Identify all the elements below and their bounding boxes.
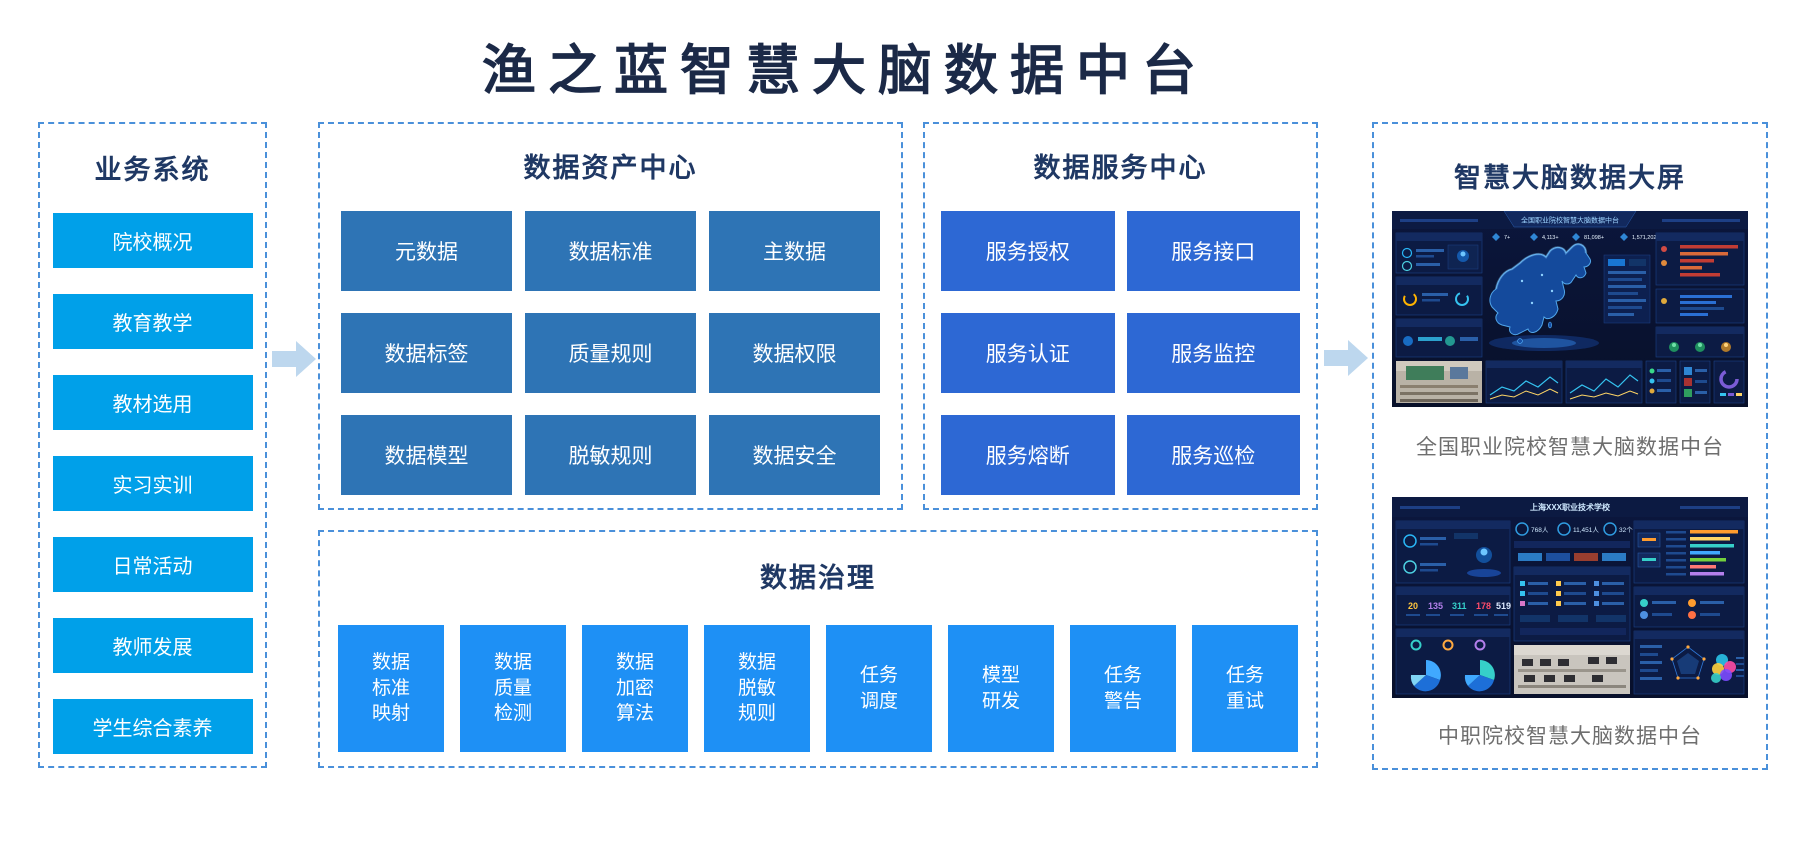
service-item-box: 服务巡检: [1126, 415, 1300, 495]
service-item-box: 服务监控: [1126, 313, 1300, 393]
business-systems-title: 业务系统: [94, 155, 211, 185]
svg-text:311: 311: [1452, 601, 1467, 611]
data-governance-title: 数据治理: [760, 563, 876, 593]
data-service-center-panel: 数据服务中心 服务授权 服务接口 服务认证 服务监控 服务熔断 服务巡检: [923, 122, 1318, 510]
dashboard2-list-panel: [1513, 566, 1631, 642]
governance-item-box: 任务 重试: [1192, 625, 1298, 752]
dashboard-school-screenshot: 上海XXX职业技术学校 20 135 311 178 519: [1392, 497, 1748, 698]
dashboard2-button-grid: [1514, 541, 1630, 561]
dashboard2-left-panels: [1395, 520, 1511, 584]
svg-text:135: 135: [1428, 601, 1443, 611]
governance-item-box: 数据 脱敏 规则: [704, 625, 810, 752]
data-asset-center-panel: 数据资产中心 元数据 数据标准 主数据 数据标签 质量规则 数据权限 数据模型 …: [318, 122, 903, 510]
dashboard2-middle-right-panel: [1633, 586, 1745, 628]
data-governance-row: 数据 标准 映射 数据 质量 检测 数据 加密 算法 数据 脱敏 规则 任务 调…: [320, 625, 1316, 752]
svg-text:1,571,202+: 1,571,202+: [1632, 235, 1660, 241]
governance-item-box: 数据 加密 算法: [582, 625, 688, 752]
governance-item-box: 任务 警告: [1070, 625, 1176, 752]
dashboard2-header-text: 上海XXX职业技术学校: [1530, 502, 1611, 512]
asset-item-box: 元数据: [341, 211, 512, 291]
business-item-box: 教材选用: [52, 375, 253, 430]
dashboard2-kpi-row: 768人 11,451人 32个: [1515, 522, 1633, 536]
dashboard1-classroom-photo: [1396, 361, 1482, 403]
governance-item-box: 数据 标准 映射: [338, 625, 444, 752]
asset-item-box: 主数据: [709, 211, 880, 291]
dashboard1-kpi-row: 7+ 4,113+ 81,098+ 1,571,202+: [1492, 233, 1660, 241]
data-governance-panel: 数据治理 数据 标准 映射 数据 质量 检测 数据 加密 算法 数据 脱敏 规则…: [318, 530, 1318, 768]
data-service-center-title: 数据服务中心: [1033, 153, 1208, 183]
svg-text:7+: 7+: [1504, 235, 1510, 241]
governance-item-box: 模型 研发: [948, 625, 1054, 752]
data-asset-center-title: 数据资产中心: [523, 153, 698, 183]
service-item-box: 服务接口: [1126, 211, 1300, 291]
business-item-box: 院校概况: [52, 213, 253, 268]
china-map-graphic: [1489, 242, 1599, 351]
dashboard2-pie-charts: [1395, 628, 1511, 695]
asset-item-box: 数据权限: [709, 313, 880, 393]
svg-text:32个: 32个: [1619, 526, 1633, 534]
service-item-box: 服务认证: [941, 313, 1115, 393]
svg-text:4,113+: 4,113+: [1542, 235, 1559, 241]
business-item-box: 学生综合素养: [52, 699, 253, 754]
business-item-box: 教师发展: [52, 618, 253, 673]
asset-item-box: 数据安全: [709, 415, 880, 495]
svg-text:11,451人: 11,451人: [1573, 526, 1599, 534]
dashboard1-ranking-list: [1603, 254, 1651, 324]
svg-text:81,098+: 81,098+: [1584, 235, 1604, 241]
business-item-box: 实习实训: [52, 456, 253, 511]
page-title: 渔之蓝智慧大脑数据中台: [482, 41, 1208, 101]
governance-item-box: 任务 调度: [826, 625, 932, 752]
svg-text:20: 20: [1408, 601, 1418, 611]
asset-item-box: 数据标签: [341, 313, 512, 393]
dashboard1-line-charts: [1485, 360, 1643, 404]
dashboard-school-caption: 中职院校智慧大脑数据中台: [1438, 725, 1702, 748]
dashboard2-radar-panel: [1633, 630, 1745, 695]
smart-brain-screen-panel: 智慧大脑数据大屏 全国职业院校智慧大脑数据中台: [1372, 122, 1768, 770]
dashboard1-left-panels: [1395, 232, 1483, 358]
svg-text:768人: 768人: [1531, 526, 1549, 534]
dashboard2-number-strip: 20 135 311 178 519: [1395, 586, 1511, 626]
governance-item-box: 数据 质量 检测: [460, 625, 566, 752]
dashboard1-status-panels: [1645, 360, 1745, 404]
svg-text:519: 519: [1496, 601, 1511, 611]
flow-arrow-right-icon: [272, 341, 316, 377]
dashboard2-bars-panel: [1633, 520, 1745, 584]
dashboard1-right-panels: [1655, 232, 1745, 358]
asset-item-box: 数据标准: [525, 211, 696, 291]
business-item-box: 教育教学: [52, 294, 253, 349]
dashboard1-header-text: 全国职业院校智慧大脑数据中台: [1521, 216, 1619, 225]
dashboard-national-screenshot: 全国职业院校智慧大脑数据中台: [1392, 211, 1748, 407]
dashboard2-classroom-photo: [1514, 645, 1630, 694]
flow-arrow-right-icon: [1324, 340, 1368, 376]
asset-item-box: 脱敏规则: [525, 415, 696, 495]
svg-text:178: 178: [1476, 601, 1491, 611]
service-item-box: 服务熔断: [941, 415, 1115, 495]
asset-item-box: 质量规则: [525, 313, 696, 393]
business-systems-panel: 业务系统 院校概况 教育教学 教材选用 实习实训 日常活动 教师发展 学生综合素…: [38, 122, 267, 768]
business-item-box: 日常活动: [52, 537, 253, 592]
data-asset-grid: 元数据 数据标准 主数据 数据标签 质量规则 数据权限 数据模型 脱敏规则 数据…: [320, 211, 901, 495]
dashboard-national-caption: 全国职业院校智慧大脑数据中台: [1416, 436, 1724, 459]
data-service-grid: 服务授权 服务接口 服务认证 服务监控 服务熔断 服务巡检: [925, 211, 1316, 495]
asset-item-box: 数据模型: [341, 415, 512, 495]
service-item-box: 服务授权: [941, 211, 1115, 291]
smart-brain-screen-title: 智慧大脑数据大屏: [1454, 163, 1686, 193]
